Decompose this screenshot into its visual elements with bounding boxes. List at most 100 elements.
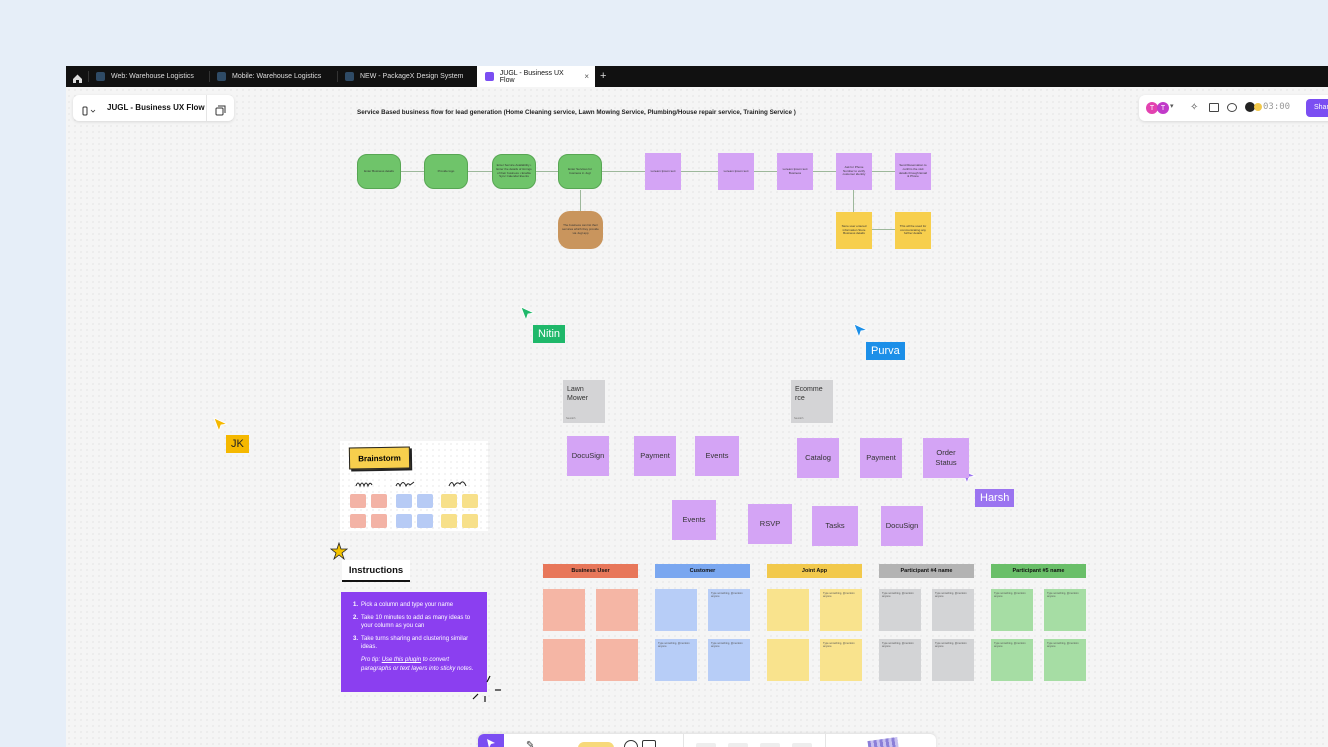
- flow-node[interactable]: Provide logo: [424, 154, 468, 189]
- sticky-note[interactable]: Type something, @mention anyone: [879, 639, 921, 681]
- instruction-step: Pick a column and type your name: [361, 602, 454, 608]
- instructions-panel: 1.Pick a column and type your name 2.Tak…: [341, 592, 487, 692]
- select-tool[interactable]: [478, 734, 504, 747]
- flow-node[interactable]: Ask for Phone Number to verify customer …: [836, 153, 872, 190]
- stickers-icon[interactable]: [867, 736, 899, 747]
- magic-icon[interactable]: ✧: [1190, 102, 1199, 113]
- avatar[interactable]: T: [1157, 102, 1169, 114]
- star-icon: [329, 541, 349, 565]
- sticky-note[interactable]: Type something, @mention anyone: [820, 639, 862, 681]
- flow-node[interactable]: The business can list their services whi…: [558, 211, 603, 249]
- figjam-icon: [485, 72, 494, 81]
- sticky-order-status[interactable]: Order Status: [923, 438, 969, 478]
- sticky-payment[interactable]: Payment: [634, 436, 676, 476]
- column-header-participant-4[interactable]: Participant #4 name: [879, 564, 974, 578]
- sticky-tasks[interactable]: Tasks: [812, 506, 858, 546]
- cursor-label-purva: Purva: [866, 342, 905, 360]
- sticky-note[interactable]: [543, 639, 585, 681]
- sticky-catalog[interactable]: Catalog: [797, 438, 839, 478]
- sticky-note[interactable]: Type something, @mention anyone: [708, 589, 750, 631]
- flow-node[interactable]: This will be used for communicating any …: [895, 212, 931, 249]
- sticky-note[interactable]: Type something, @mention anyone: [1044, 639, 1086, 681]
- sticky-note[interactable]: Type something, @mention anyone: [820, 589, 862, 631]
- pro-tip: Pro tip: Use this plugin to convert para…: [361, 657, 474, 672]
- pages-icon[interactable]: [215, 103, 226, 116]
- sticky-note[interactable]: [596, 589, 638, 631]
- flow-node[interactable]: Loream Ipsum text: [645, 153, 681, 190]
- column-header-participant-5[interactable]: Participant #5 name: [991, 564, 1086, 578]
- sticky-docusign[interactable]: DocuSign: [881, 506, 923, 546]
- sticky-note[interactable]: Type something, @mention anyone: [932, 639, 974, 681]
- flow-node[interactable]: Enter Business details: [357, 154, 401, 189]
- home-icon[interactable]: [72, 71, 83, 83]
- instructions-title: Instructions: [342, 560, 410, 582]
- cursor-arrow-icon: [853, 323, 869, 343]
- flow-node[interactable]: Loream Ipsum text Business: [777, 153, 813, 190]
- avatar[interactable]: T: [1146, 102, 1158, 114]
- cursor-arrow-icon: [520, 306, 536, 326]
- sparkle-lines-icon: [472, 675, 501, 702]
- flow-node[interactable]: Enter Services for business in Jugl: [558, 154, 602, 189]
- sticky-note[interactable]: [767, 639, 809, 681]
- sticky-note[interactable]: [543, 589, 585, 631]
- sticky-events[interactable]: Events: [672, 500, 716, 540]
- sticky-note[interactable]: Type something, @mention anyone: [991, 589, 1033, 631]
- sticky-note[interactable]: Type something, @mention anyone: [991, 639, 1033, 681]
- plugin-link[interactable]: Use this plugin: [381, 657, 422, 664]
- sticky-payment[interactable]: Payment: [860, 438, 902, 478]
- sticky-note[interactable]: [767, 589, 809, 631]
- column-header-joint-app[interactable]: Joint App: [767, 564, 862, 578]
- sticky-rsvp[interactable]: RSVP: [748, 504, 792, 544]
- header-panel: T T ▾ ✧ 03:00 Share: [1139, 95, 1328, 121]
- sticky-note[interactable]: Type something, @mention anyone: [708, 639, 750, 681]
- flow-node[interactable]: Loream Ipsum text: [718, 153, 754, 190]
- new-tab-button[interactable]: +: [600, 70, 607, 82]
- sticky-tool[interactable]: [578, 742, 614, 747]
- template-slot[interactable]: [760, 743, 780, 747]
- tab-web-warehouse[interactable]: Web: Warehouse Logistics: [88, 66, 208, 87]
- file-icon: [96, 72, 105, 81]
- chevron-down-icon[interactable]: ▾: [1170, 103, 1174, 110]
- flow-node[interactable]: Send Reservation to confirm the visit de…: [895, 153, 931, 190]
- template-slot[interactable]: [792, 743, 812, 747]
- timer-icon: [1254, 103, 1262, 111]
- flow-node[interactable]: Enter Service Availability • Enter the d…: [492, 154, 536, 189]
- sticky-note[interactable]: Type something, @mention anyone: [1044, 589, 1086, 631]
- flow-node[interactable]: Store user entered information Store Bus…: [836, 212, 872, 249]
- template-slot[interactable]: [696, 743, 716, 747]
- column-header-customer[interactable]: Customer: [655, 564, 750, 578]
- board-canvas[interactable]: JUGL - Business UX Flow T T ▾ ✧ 03:00 Sh…: [66, 87, 1328, 747]
- column-header-business-user[interactable]: Business User: [543, 564, 638, 578]
- sticky-note[interactable]: [655, 589, 697, 631]
- timer-display[interactable]: 03:00: [1263, 102, 1291, 112]
- category-card-lawn-mower[interactable]: Lawn Mower Saurabh: [563, 380, 605, 423]
- template-slot[interactable]: [728, 743, 748, 747]
- close-icon[interactable]: ×: [584, 72, 589, 81]
- sticky-events[interactable]: Events: [695, 436, 739, 476]
- tab-jugl-active[interactable]: JUGL - Business UX Flow ×: [477, 66, 595, 87]
- layout-icon[interactable]: [1209, 103, 1219, 112]
- instruction-step: Take 10 minutes to add as many ideas to …: [361, 615, 471, 630]
- sticky-note[interactable]: [596, 639, 638, 681]
- section-tool-icon[interactable]: [642, 740, 656, 747]
- instruction-step: Take turns sharing and clustering simila…: [361, 636, 469, 651]
- sticky-note[interactable]: Type something, @mention anyone: [932, 589, 974, 631]
- tab-packagex-design[interactable]: NEW - PackageX Design System: [337, 66, 477, 87]
- file-name[interactable]: JUGL - Business UX Flow: [107, 103, 205, 112]
- file-icon: [217, 72, 226, 81]
- main-menu-icon[interactable]: [82, 103, 96, 116]
- comment-icon[interactable]: [1227, 103, 1237, 112]
- audio-icon[interactable]: [1245, 102, 1255, 112]
- brainstorm-template[interactable]: Brainstorm: [340, 441, 488, 531]
- cursor-arrow-icon: [213, 417, 229, 437]
- file-panel: JUGL - Business UX Flow: [73, 95, 234, 121]
- tab-mobile-warehouse[interactable]: Mobile: Warehouse Logistics: [209, 66, 337, 87]
- sticky-note[interactable]: Type something, @mention anyone: [879, 589, 921, 631]
- share-button[interactable]: Share: [1306, 99, 1328, 117]
- pen-tool-icon[interactable]: ✎: [526, 740, 535, 747]
- category-card-ecommerce[interactable]: Ecomme rce Saurabh: [791, 380, 833, 423]
- sticky-docusign[interactable]: DocuSign: [567, 436, 609, 476]
- sticky-note[interactable]: Type something, @mention anyone: [655, 639, 697, 681]
- shape-tool-icon[interactable]: [624, 740, 638, 747]
- app-window: Web: Warehouse Logistics Mobile: Warehou…: [66, 66, 1328, 747]
